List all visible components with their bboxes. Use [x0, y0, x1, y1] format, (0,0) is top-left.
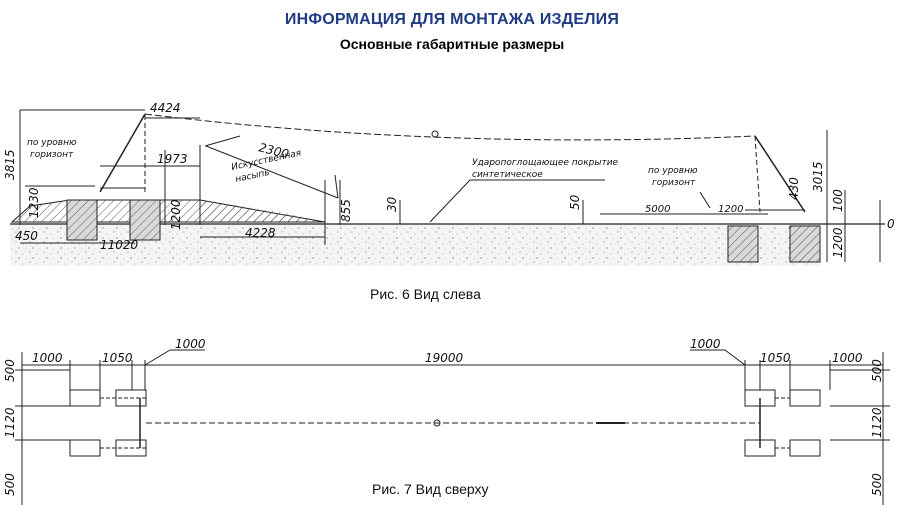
dim-right-500-b: 500 [870, 473, 884, 496]
dim-1200-left: 1200 [169, 199, 183, 230]
trolley-icon [431, 130, 439, 138]
note-level-left-2: горизонт [30, 150, 74, 160]
dim-left-1120: 1120 [3, 407, 17, 438]
dim-top-1050-right: 1050 [760, 351, 791, 365]
note-surface-1: Удaрoпоглощающее покрытие [472, 158, 619, 168]
page-subtitle: Основные габаритные размеры [339, 36, 565, 52]
dim-top-19000: 19000 [425, 351, 464, 365]
top-block-right-2 [789, 389, 821, 407]
dim-left-500-a: 500 [3, 359, 17, 382]
dim-100: 100 [831, 189, 845, 212]
dim-top-1000-left-a: 1000 [32, 351, 63, 365]
dim-top-1050-left: 1050 [102, 351, 133, 365]
dim-1200-depth: 1200 [831, 227, 845, 258]
dim-0-level: 0 [887, 217, 895, 231]
side-view [10, 109, 885, 266]
note-surface-2: синтетическое [472, 170, 543, 180]
dim-855: 855 [339, 199, 353, 222]
note-level-right-1: по уровню [648, 166, 698, 176]
dim-5000: 5000 [645, 204, 670, 215]
zipline-cable [144, 113, 756, 141]
dim-11020: 11020 [100, 238, 139, 252]
dim-4228: 4228 [245, 226, 276, 240]
figure-6-caption: Рис. 6 Вид слева [370, 286, 481, 302]
page-title: ИНФОРМАЦИЯ ДЛЯ МОНТАЖА ИЗДЕЛИЯ [284, 11, 620, 28]
dim-430: 430 [787, 177, 801, 200]
top-block-right-4 [789, 439, 821, 457]
dim-3015: 3015 [811, 161, 825, 192]
trolley-top-icon [433, 419, 441, 427]
dim-right-1120: 1120 [870, 407, 884, 438]
top-block-left-1 [69, 389, 101, 407]
dim-1200-right: 1200 [718, 204, 743, 215]
dim-left-500-b: 500 [3, 473, 17, 496]
dim-top-1000-right-b: 1000 [832, 351, 863, 365]
dim-1230: 1230 [27, 187, 41, 218]
note-level-left-1: по уровню [27, 138, 77, 148]
dim-50: 50 [568, 194, 582, 210]
top-block-left-3 [69, 439, 101, 457]
dim-top-1000-right-a: 1000 [690, 337, 721, 351]
note-level-right-2: горизонт [652, 178, 696, 188]
dim-450: 450 [15, 229, 38, 243]
left-support-strut [99, 113, 146, 193]
right-support-strut [754, 135, 806, 213]
dim-top-1000-left-b: 1000 [175, 337, 206, 351]
dim-4424: 4424 [150, 101, 181, 115]
dim-right-500-a: 500 [870, 359, 884, 382]
dim-1973: 1973 [157, 152, 188, 166]
figure-7-caption: Рис. 7 Вид сверху [372, 481, 489, 497]
top-view [15, 349, 890, 505]
dim-3815: 3815 [3, 149, 17, 180]
dim-30: 30 [385, 196, 399, 212]
